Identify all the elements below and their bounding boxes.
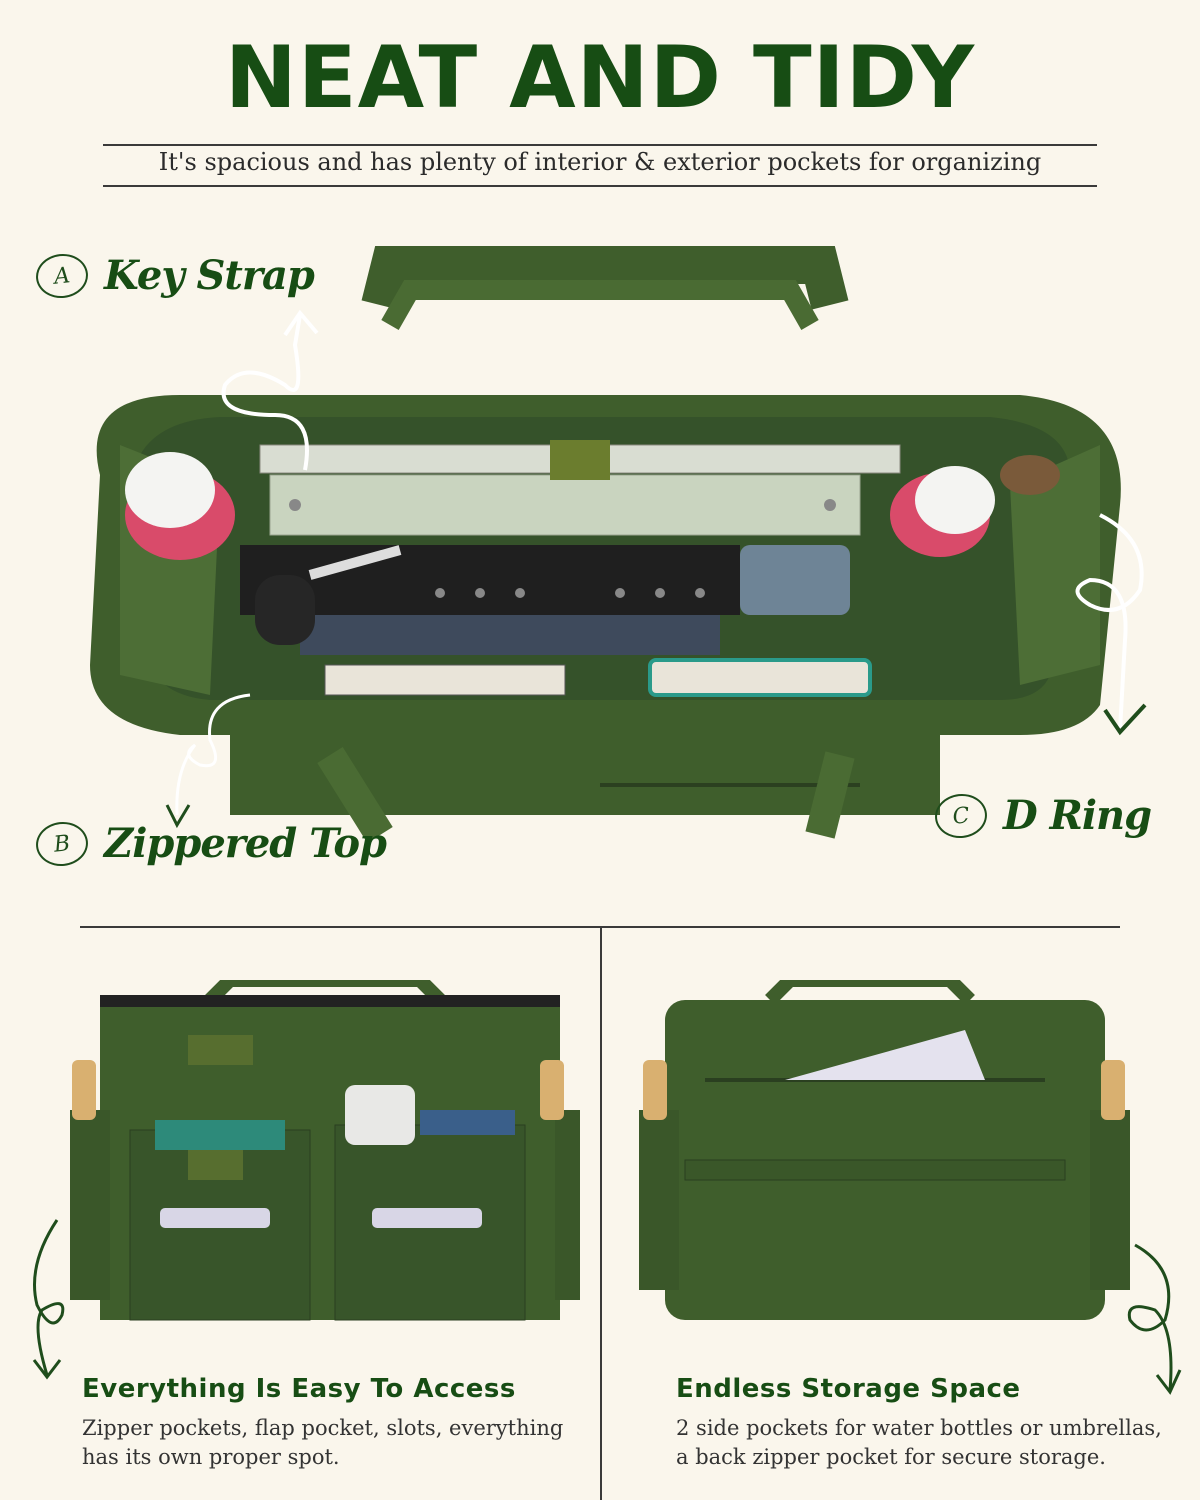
page-subtitle: It's spacious and has plenty of interior… bbox=[158, 148, 1042, 176]
subtitle-rule-top bbox=[103, 144, 1097, 146]
callout-label: Zippered Top bbox=[104, 820, 387, 867]
curly-arrow-icon bbox=[32, 1219, 65, 1380]
callout-key-strap: A Key Strap bbox=[33, 250, 315, 301]
subtitle-rule-bottom bbox=[103, 185, 1097, 187]
panel-heading-storage: Endless Storage Space bbox=[676, 1374, 1021, 1404]
curly-arrow-icon bbox=[165, 693, 251, 829]
panel-text-access: Zipper pockets, flap pocket, slots, ever… bbox=[82, 1416, 564, 1469]
curly-arrow-icon bbox=[1127, 1243, 1182, 1395]
page-title: NEAT AND TIDY bbox=[224, 28, 976, 128]
panel-divider bbox=[600, 928, 602, 1500]
callout-badge: B bbox=[33, 818, 91, 869]
curly-arrow-icon bbox=[1075, 513, 1147, 736]
callout-label: D Ring bbox=[1003, 792, 1152, 839]
bag-back-view-image bbox=[639, 980, 1130, 1320]
section-rule bbox=[80, 926, 1120, 928]
callout-label: Key Strap bbox=[104, 252, 315, 299]
panel-heading-access: Everything Is Easy To Access bbox=[82, 1374, 516, 1404]
bag-front-view-image bbox=[70, 980, 580, 1321]
callout-d-ring: C D Ring bbox=[932, 790, 1152, 841]
callout-badge: A bbox=[33, 250, 91, 301]
callout-zippered-top: B Zippered Top bbox=[33, 818, 387, 869]
panel-text-storage: 2 side pockets for water bottles or umbr… bbox=[676, 1416, 1162, 1469]
bag-top-view-image bbox=[90, 246, 1121, 843]
callout-badge: C bbox=[932, 790, 990, 841]
curly-arrow-icon bbox=[221, 309, 319, 471]
